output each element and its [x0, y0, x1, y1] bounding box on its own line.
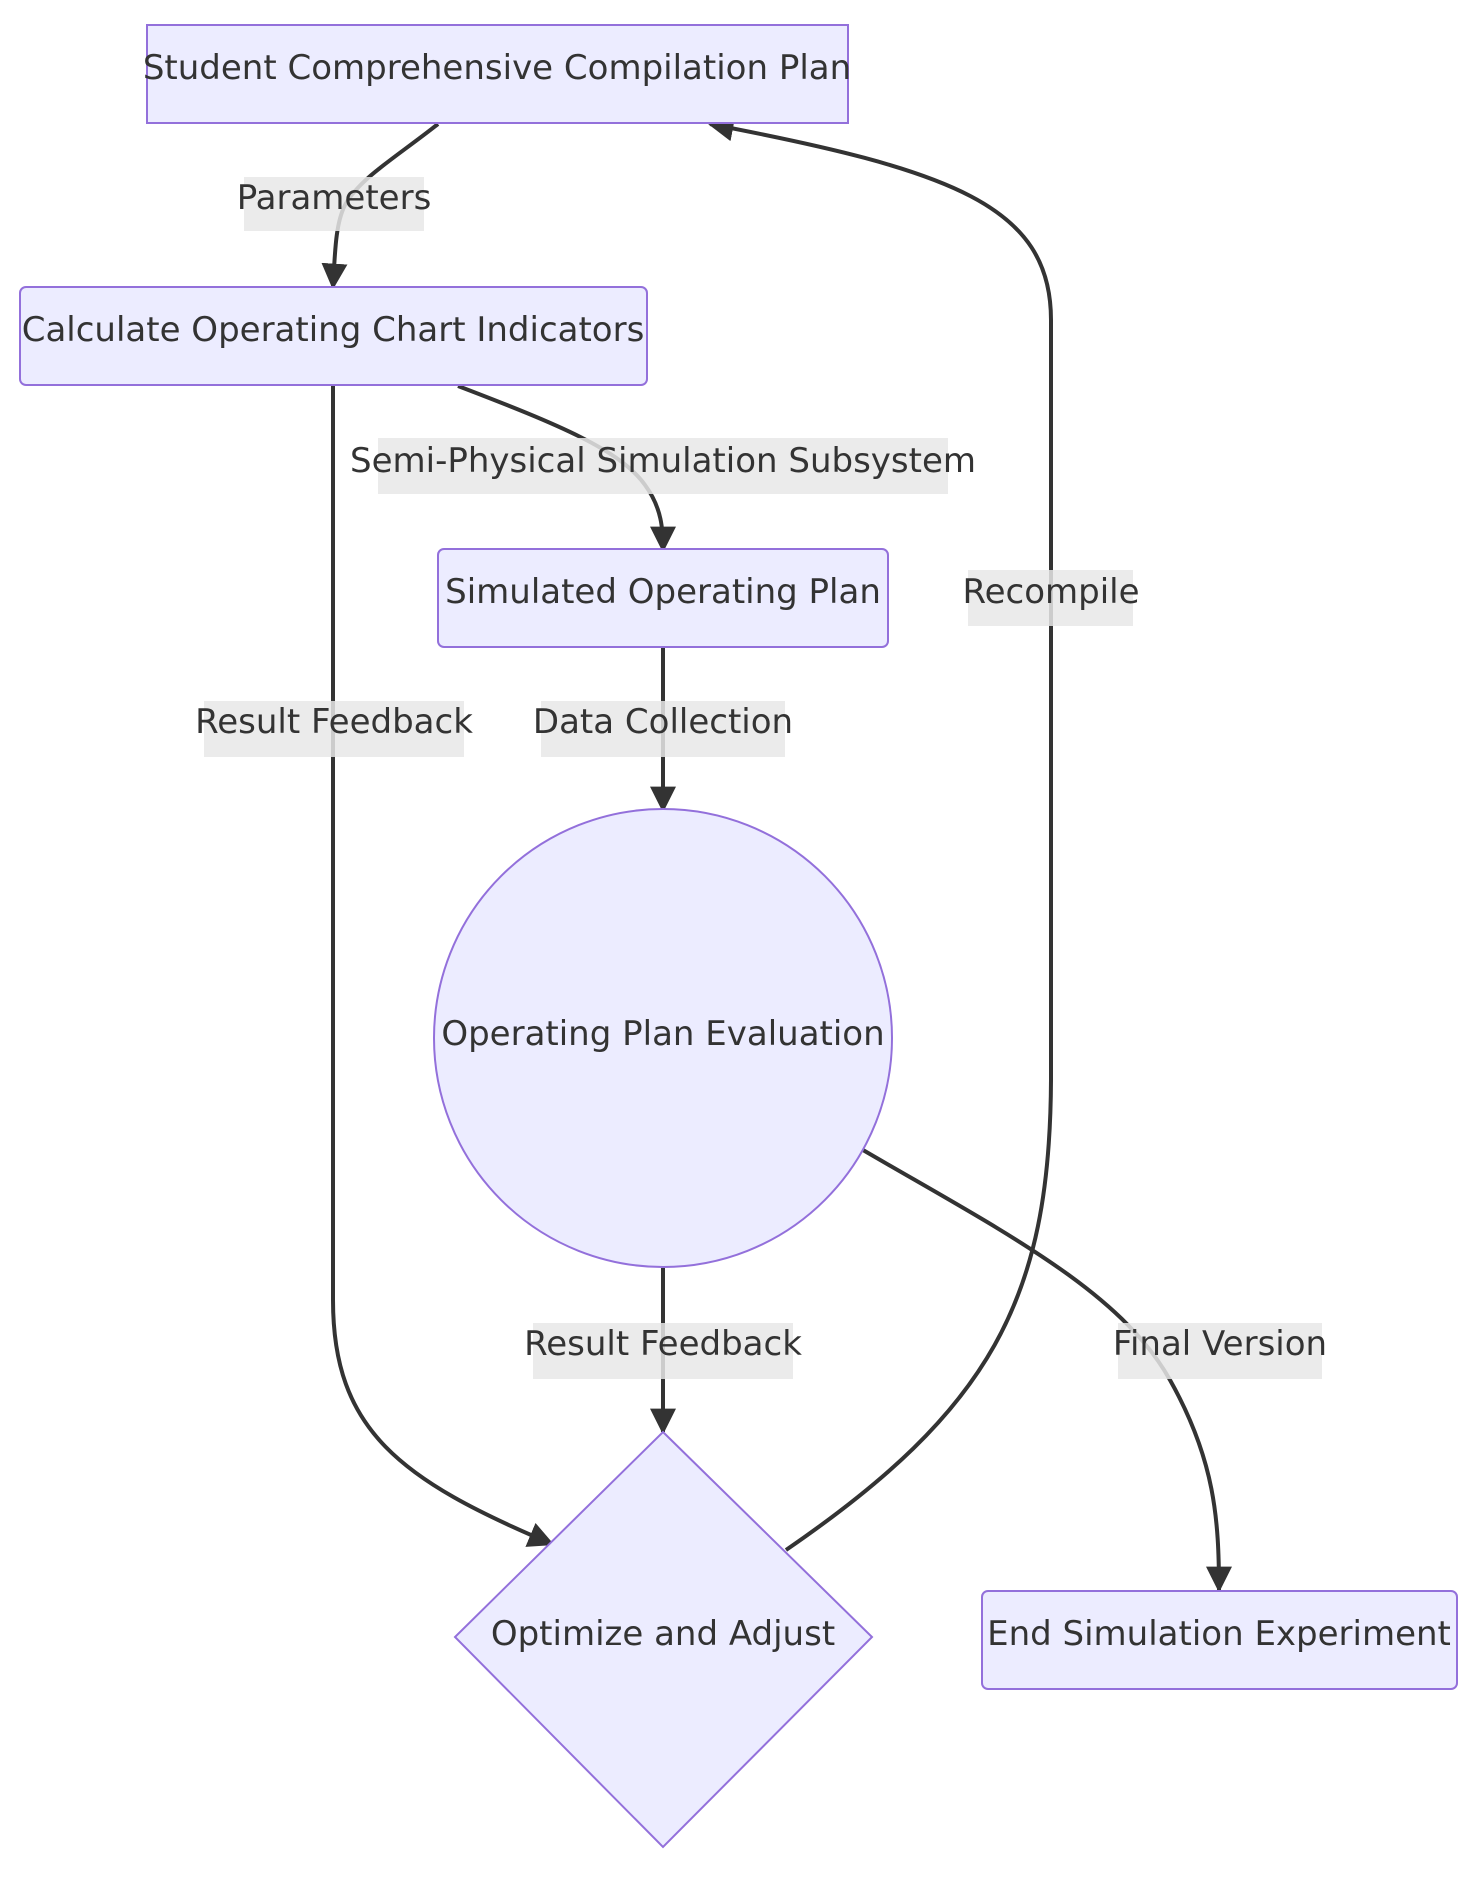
svg-text:Calculate Operating Chart Indi: Calculate Operating Chart Indicators — [22, 310, 645, 350]
svg-text:End Simulation Experiment: End Simulation Experiment — [987, 1614, 1451, 1654]
edge-opt-to-plan — [707, 115, 1053, 1552]
edge-label-recompile: Recompile — [962, 570, 1140, 626]
svg-text:Final Version: Final Version — [1113, 1324, 1327, 1364]
svg-text:Optimize and Adjust: Optimize and Adjust — [491, 1614, 835, 1654]
svg-text:Student Comprehensive Compilat: Student Comprehensive Compilation Plan — [143, 48, 851, 88]
svg-text:Parameters: Parameters — [237, 178, 432, 218]
svg-text:Semi-Physical Simulation Subsy: Semi-Physical Simulation Subsystem — [350, 441, 976, 481]
node-optimize-adjust[interactable]: Optimize and Adjust — [453, 1430, 874, 1849]
edge-labels: Parameters Semi-Physical Simulation Subs… — [195, 177, 1327, 1379]
edge-label-result-feedback-center: Result Feedback — [524, 1323, 802, 1379]
svg-text:Result Feedback: Result Feedback — [524, 1324, 802, 1364]
node-compilation-plan[interactable]: Student Comprehensive Compilation Plan — [143, 24, 851, 124]
edge-label-result-feedback-left: Result Feedback — [195, 701, 473, 757]
svg-text:Recompile: Recompile — [962, 572, 1139, 612]
node-simulated-plan[interactable]: Simulated Operating Plan — [437, 548, 889, 648]
svg-text:Simulated Operating Plan: Simulated Operating Plan — [445, 572, 881, 612]
edge-calc-to-opt — [331, 386, 555, 1547]
edge-label-parameters: Parameters — [237, 177, 432, 231]
node-end-experiment[interactable]: End Simulation Experiment — [981, 1590, 1458, 1690]
node-calculate-indicators[interactable]: Calculate Operating Chart Indicators — [19, 286, 648, 386]
edge-label-data-collection: Data Collection — [533, 701, 793, 757]
svg-text:Result Feedback: Result Feedback — [195, 702, 473, 742]
svg-text:Data Collection: Data Collection — [533, 702, 793, 742]
edge-label-final-version: Final Version — [1113, 1323, 1327, 1379]
edge-label-semi-physical: Semi-Physical Simulation Subsystem — [350, 438, 976, 494]
nodes: Student Comprehensive Compilation Plan C… — [19, 24, 1458, 1849]
svg-text:Operating Plan Evaluation: Operating Plan Evaluation — [441, 1014, 884, 1054]
node-plan-evaluation[interactable]: Operating Plan Evaluation — [433, 808, 893, 1268]
